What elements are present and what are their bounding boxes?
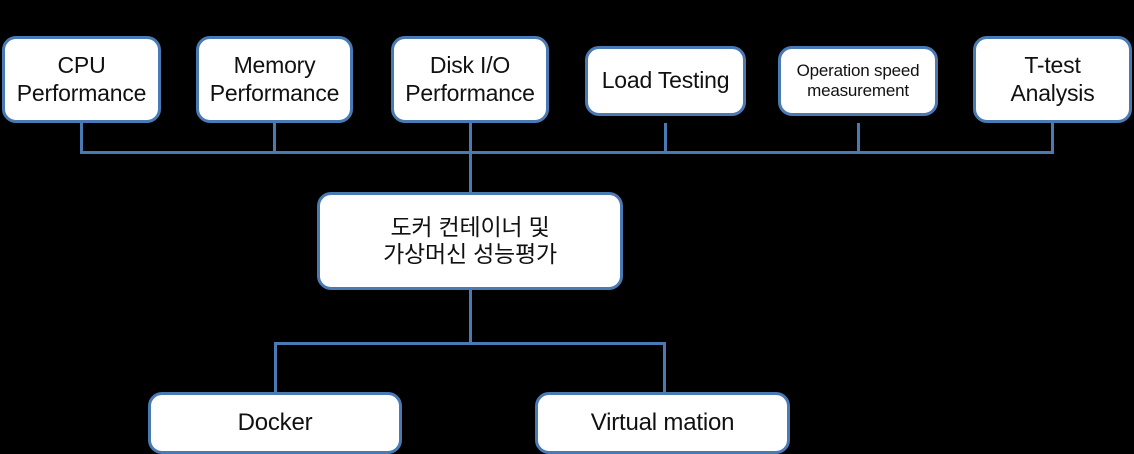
node-virtual-mation[interactable]: Virtual mation [535, 392, 790, 454]
connector-bottom-bus [274, 342, 666, 345]
node-t-test-analysis[interactable]: T-test Analysis [973, 36, 1132, 123]
connector-cpu-drop [80, 123, 83, 154]
node-root-title[interactable]: 도커 컨테이너 및 가상머신 성능평가 [317, 192, 623, 290]
node-cpu-performance[interactable]: CPU Performance [2, 36, 161, 123]
connector-memory-drop [273, 123, 276, 154]
connector-disk-drop [469, 123, 472, 193]
node-memory-performance[interactable]: Memory Performance [196, 36, 353, 123]
connector-opspeed-drop [857, 123, 860, 154]
node-operation-speed-measurement[interactable]: Operation speed measurement [778, 46, 938, 116]
node-docker[interactable]: Docker [148, 392, 402, 454]
connector-ttest-drop [1051, 123, 1054, 154]
connector-load-drop [664, 123, 667, 154]
connector-top-bus [80, 151, 1054, 154]
node-load-testing[interactable]: Load Testing [585, 46, 746, 116]
connector-docker-drop [274, 342, 277, 394]
connector-vm-drop [663, 342, 666, 394]
node-disk-io-performance[interactable]: Disk I/O Performance [391, 36, 549, 123]
connector-root-drop [469, 290, 472, 345]
